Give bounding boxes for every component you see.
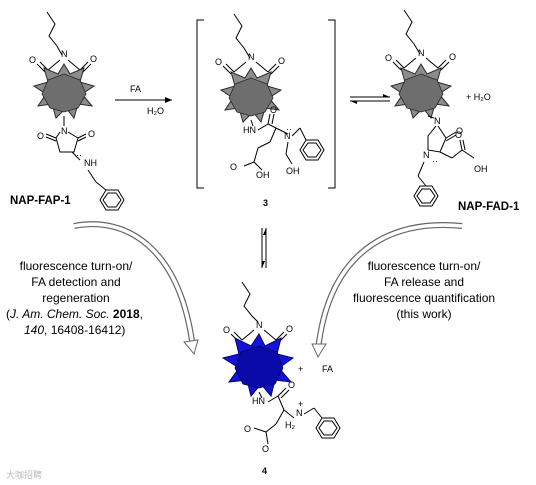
atom-o-3d: O [230,162,237,172]
atom-n-1: N [61,49,68,59]
caption-left-ref-year-suffix: , [140,307,143,321]
structure-nap-fap-1: N O O N O O ·· NH NAP-FAP-1 [10,11,125,211]
caption-left-ref-line1: (J. Am. Chem. Soc. 2018, [6,307,143,321]
reagent-plus: + [298,364,303,374]
atom-o-4a: O [449,52,456,62]
bracket-left [196,19,204,189]
blue-core-4-inner [234,345,284,389]
caption-left-ref-year: 2018 [110,307,140,321]
atom-o-5b: O [223,325,230,335]
reaction-arrow-1: FA H₂O [115,84,172,116]
atom-n-3: N [248,52,255,62]
atom-o-2: O [37,131,44,141]
atom-dots-3: ·· [286,124,292,134]
atom-o-5c: O [288,380,295,390]
caption-left-ref-pages: , 16408-16412) [44,323,125,337]
equilibrium-arrow-v [261,228,267,268]
caption-left-ref-line2: 140, 16408-16412) [24,323,125,337]
gray-core-3-inner [228,77,274,117]
structure-nap-fad-1: N O O + H₂O N O N ·· O OH NAP-FAD-1 [385,9,520,213]
reagent-fa-top: FA [130,84,141,94]
atom-h2-5: H₂ [285,420,295,430]
atom-n-2: N [61,126,68,136]
atom-o-5e: O [262,444,269,454]
caption-right-line3: fluorescence quantification [353,291,495,305]
reagent-plus-h2o: + H₂O [466,92,491,102]
reagent-fa-bottom: FA [322,364,333,374]
curved-arrow-left [73,221,199,356]
atom-hn-3: HN [243,125,256,135]
caption-left-line1: fluorescence turn-on/ [20,259,133,273]
label-4: 4 [262,466,267,476]
atom-n-5b: N [296,408,303,418]
caption-left: fluorescence turn-on/ FA detection and r… [6,259,143,337]
caption-right: fluorescence turn-on/ FA release and flu… [353,259,495,321]
caption-left-ref-open: ( [6,307,10,321]
label-3: 3 [263,198,268,208]
caption-left-line2: FA detection and [31,275,120,289]
atom-n-3b: N [284,131,291,141]
structure-4: N O O + FA HN O N + H₂ O O 4 [221,281,341,476]
atom-n-4b: N [434,116,441,126]
atom-o-5d: O [244,424,251,434]
structure-3: N O O HN O N ·· OH O OH 3 [215,13,325,208]
caption-left-ref-volume: 140 [24,323,44,337]
watermark-text: 大咖招聘 [6,469,42,480]
caption-right-line2: FA release and [384,275,464,289]
atom-oh-3a: OH [256,170,270,180]
equilibrium-arrow-h [350,94,390,104]
atom-o-3: O [88,129,95,139]
label-nap-fad-1: NAP-FAD-1 [458,201,520,213]
atom-n-5b-plus: + [298,399,303,409]
caption-left-ref-journal: J. Am. Chem. Soc. [9,307,110,321]
atom-oh-3b: OH [286,166,300,176]
atom-dots-1: ·· [76,150,82,160]
caption-right-line1: fluorescence turn-on/ [368,259,481,273]
label-nap-fap-1: NAP-FAP-1 [10,195,71,207]
atom-o-4d: O [455,130,462,140]
curved-arrow-right [311,222,463,359]
atom-o-5a: O [286,324,293,334]
watermark: 大咖招聘 [6,469,42,480]
caption-right-line4: (this work) [396,307,451,321]
atom-o-3b: O [215,57,222,67]
gray-core-1-inner [41,73,87,113]
gray-core-4-inner [398,73,444,113]
atom-n-4c: N [423,150,430,160]
atom-n-5: N [256,320,263,330]
atom-dots-4: ·· [432,156,438,166]
atom-o-3c: O [270,105,277,115]
atom-o-4c: O [456,126,463,136]
atom-o-1a: O [90,54,97,64]
bracket-right [328,19,336,189]
atom-oh-4: OH [474,164,488,174]
caption-left-line3: regeneration [42,291,109,305]
atom-o-1b: O [29,55,36,65]
atom-hn-5: HN [252,396,265,406]
reagent-h2o-top: H₂O [147,106,164,116]
atom-o-3a: O [278,56,285,66]
atom-n-4: N [418,48,425,58]
atom-nh-1: NH [84,158,97,168]
atom-o-4b: O [385,53,392,63]
